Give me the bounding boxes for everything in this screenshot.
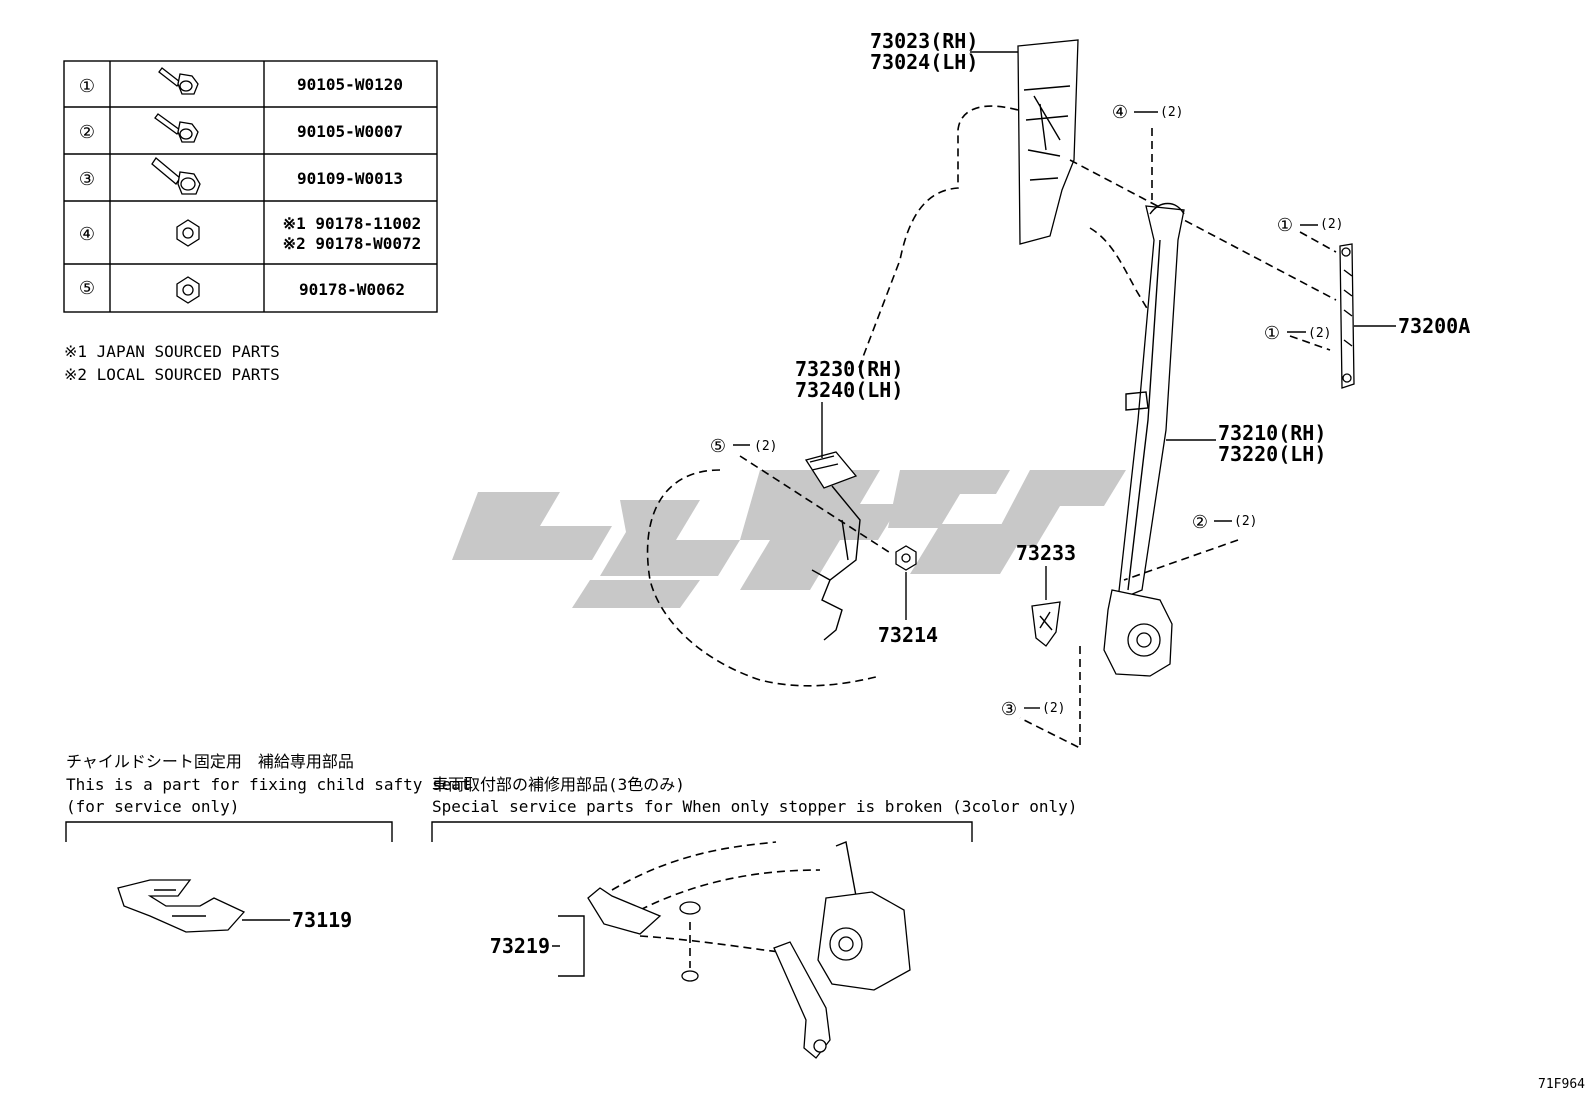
fastener-ref-2: ②	[1192, 512, 1208, 533]
callout-73233: 73233	[1016, 541, 1076, 565]
buckle-part	[804, 402, 861, 641]
callout-73119: 73119	[292, 908, 352, 932]
fastener-table: ① 90105-W0120 ② 90105-W0007 ③ 90109-W001…	[63, 60, 438, 313]
table-row-3-number: ③	[79, 169, 95, 190]
callout-73023-rh: 73023(RH)	[870, 29, 978, 53]
fastener-ref-1-upper: ①	[1277, 215, 1293, 236]
cover-part	[1031, 566, 1061, 647]
table-row-3-part-number: 90109-W0013	[297, 169, 403, 188]
callout-73210-rh: 73210(RH)	[1218, 421, 1326, 445]
table-row-4-number: ④	[79, 224, 95, 245]
bolt-icon	[154, 113, 199, 143]
dashed-line-fastener-2	[1123, 539, 1239, 581]
long-bolt-icon	[151, 157, 201, 195]
height-adjuster-part	[1339, 243, 1396, 389]
fastener-ref-5-qty: (2)	[754, 439, 777, 454]
fastener-ref-2-qty: (2)	[1234, 514, 1257, 529]
dashed-outline-pillar	[1089, 227, 1155, 321]
table-row-1-number: ①	[79, 76, 95, 97]
nut-icon	[176, 276, 200, 304]
table-row-2-number: ②	[79, 122, 95, 143]
stopper-line-1: Special service parts for When only stop…	[432, 797, 1077, 816]
fastener-ref-5: ⑤	[710, 436, 726, 457]
fastener-ref-4-qty: (2)	[1160, 105, 1183, 120]
dashed-line-to-adjuster	[1069, 159, 1337, 301]
bolt-icon	[158, 67, 199, 95]
table-row-2-part-number: 90105-W0007	[297, 122, 403, 141]
table-row-5-part-number: 90178-W0062	[299, 280, 405, 299]
callout-73214: 73214	[878, 623, 938, 647]
callout-73220-lh: 73220(LH)	[1218, 442, 1326, 466]
callout-73024-lh: 73024(LH)	[870, 50, 978, 74]
stopper-assembly-part	[552, 841, 911, 1059]
dashed-outline-upper	[857, 105, 1019, 371]
fastener-ref-3-qty: (2)	[1042, 701, 1065, 716]
callout-73219: 73219	[490, 934, 550, 958]
child-seat-title-jp: チャイルドシート固定用 補給専用部品	[66, 752, 354, 771]
callout-73200a: 73200A	[1398, 314, 1470, 338]
figure-code: 71F964	[1538, 1077, 1585, 1092]
note-local-sourced: ※2 LOCAL SOURCED PARTS	[64, 365, 280, 384]
nut-part	[895, 545, 917, 620]
fastener-ref-1-lower-qty: (2)	[1308, 326, 1331, 341]
callout-73230-rh: 73230(RH)	[795, 357, 903, 381]
dashed-line-fastener-1a	[1299, 231, 1337, 253]
table-row-5-number: ⑤	[79, 278, 95, 299]
nut-icon	[176, 219, 200, 247]
stopper-title-jp: 車両取付部の補修用部品(3色のみ)	[432, 775, 685, 794]
dashed-line-fastener-1b	[1289, 335, 1331, 351]
child-seat-line-2: (for service only)	[66, 797, 239, 816]
table-row-4-part-number-local: ※2 90178-W0072	[283, 234, 422, 253]
table-row-1-part-number: 90105-W0120	[297, 75, 403, 94]
seat-belt-assembly-part	[1103, 202, 1216, 677]
fastener-ref-1-upper-qty: (2)	[1320, 217, 1343, 232]
dashed-line-fastener-3	[1019, 646, 1081, 750]
dashed-line-fastener-5	[739, 455, 893, 555]
pillar-trim-part	[970, 39, 1079, 245]
child-seat-bracket	[65, 821, 393, 842]
child-seat-bracket-part	[117, 879, 290, 933]
fastener-ref-1-lower: ①	[1264, 323, 1280, 344]
watermark-logo	[452, 470, 1126, 608]
table-row-4-part-number-japan: ※1 90178-11002	[283, 214, 422, 233]
child-seat-line-1: This is a part for fixing child safty se…	[66, 775, 471, 794]
stopper-bracket	[431, 821, 973, 842]
dashed-seat-outline	[646, 469, 881, 687]
fastener-ref-3: ③	[1001, 699, 1017, 720]
note-japan-sourced: ※1 JAPAN SOURCED PARTS	[64, 342, 280, 361]
fastener-ref-4: ④	[1112, 102, 1128, 123]
callout-73240-lh: 73240(LH)	[795, 378, 903, 402]
